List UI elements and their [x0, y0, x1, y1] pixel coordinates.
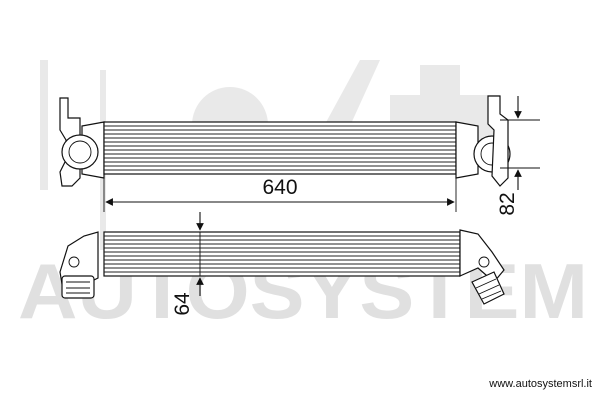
bottom-core-fins [104, 235, 460, 273]
height-dimension-label: 82 [496, 192, 519, 215]
website-url: www.autosystemsrl.it [489, 378, 592, 390]
right-connector-ribs [475, 278, 502, 300]
top-view [59, 95, 511, 187]
right-mounting-bracket [487, 95, 509, 187]
bottom-core [103, 231, 461, 277]
bottom-view [59, 229, 505, 305]
left-inlet-bore [68, 140, 92, 164]
length-dimension: 640 [103, 176, 457, 212]
left-connector-ribs [66, 281, 90, 294]
right-tank [455, 121, 479, 179]
depth-dimension-label: 64 [171, 292, 194, 316]
left-sensor-port [68, 256, 80, 268]
depth-dimension: 64 [171, 212, 204, 316]
top-core [103, 121, 457, 175]
left-inlet-port [61, 134, 99, 170]
right-elbow [459, 229, 505, 283]
height-dimension: 82 [496, 96, 540, 216]
right-hose-connector [471, 271, 505, 305]
right-sensor-port [478, 256, 490, 268]
length-dimension-label: 640 [262, 176, 297, 199]
top-core-fins [104, 125, 456, 171]
left-hose-connector [61, 275, 95, 299]
